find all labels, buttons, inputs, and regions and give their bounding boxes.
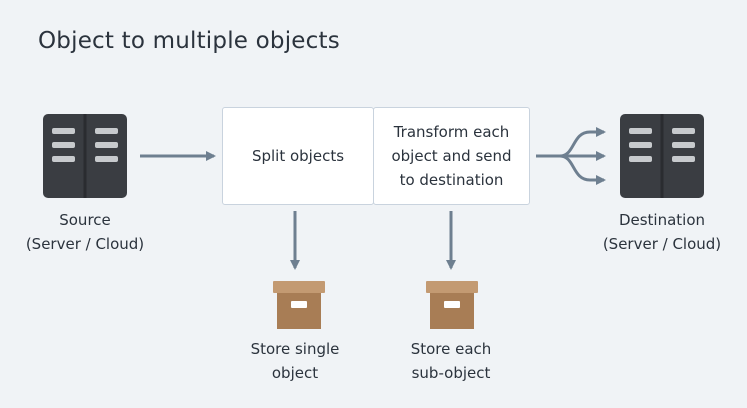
destination-server-icon (620, 114, 704, 198)
transform-box: Transform each object and send to destin… (373, 107, 530, 205)
store-single-label: Store single object (250, 340, 340, 382)
arrow-fan-bottom (559, 154, 606, 185)
store-each-label: Store each sub-object (410, 340, 492, 382)
source-server-icon (43, 114, 127, 198)
store-each-archive-box-icon (426, 281, 478, 329)
source-label: Source (Server / Cloud) (25, 211, 145, 253)
store-single-archive-box-icon (273, 281, 325, 329)
split-objects-box: Split objects (222, 107, 374, 205)
arrow-fan-top (559, 127, 606, 158)
diagram-title: Object to multiple objects (38, 28, 340, 54)
destination-label: Destination (Server / Cloud) (602, 211, 722, 253)
